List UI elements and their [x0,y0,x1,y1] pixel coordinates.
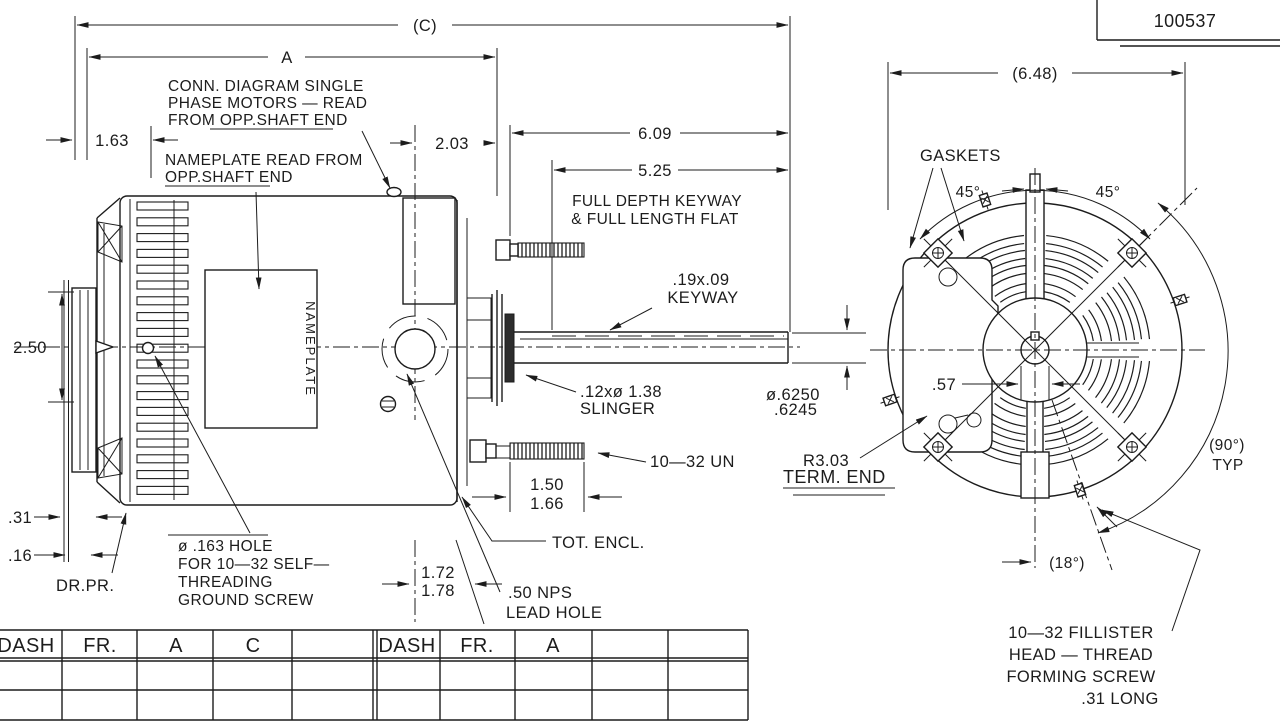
end-view: (6.48) GASKETS 45° 45° .57 ø.6250 .6245 … [766,62,1245,708]
slinger-dim-label: .12xø 1.38 [580,383,662,401]
conn-note-line1: CONN. DIAGRAM SINGLE [168,78,364,95]
angle-90-label: (90°) [1209,437,1245,454]
dim-1-72-label: 1.72 [421,564,455,582]
typ-label: TYP [1212,457,1243,474]
hub [71,287,97,473]
ground-note-line3: THREADING [178,574,273,591]
drawing-number: 100537 [1154,11,1216,31]
dim-5-25-label: 5.25 [638,162,672,180]
conn-note-line3: FROM OPP.SHAFT END [168,112,348,129]
angle-45-right-label: 45° [1096,184,1121,201]
dim-2-50-label: 2.50 [13,339,47,357]
term-end-label: TERM. END [783,467,886,487]
drip-proof-label: DR.PR. [56,577,114,595]
conn-note-line2: PHASE MOTORS — READ [168,95,367,112]
dim-16-label: .16 [8,547,32,565]
ground-note-line2: FOR 10—32 SELF— [178,556,330,573]
terminal-box-gasket [902,257,999,453]
nameplate-vertical-text: NAMEPLATE [303,301,318,397]
dim-1-78-label: 1.78 [421,582,455,600]
top-bolt [386,186,402,198]
stud-thread-label: 10—32 UN [650,453,735,471]
lead-hole [394,328,436,370]
nameplate-note-line1: NAMEPLATE READ FROM [165,152,363,169]
gaskets-label: GASKETS [920,147,1001,165]
dim-31-label: .31 [8,509,32,527]
dim-1-66-label: 1.66 [530,495,564,513]
title-block: 100537 [1096,0,1280,47]
lead-hole-label-line2: LEAD HOLE [506,604,602,622]
dim-1-50-label: 1.50 [530,476,564,494]
shaft-dia-label-line2: .6245 [774,401,817,419]
shaft-dia-label-line1: ø.6250 [766,386,820,404]
angle-45-left-label: 45° [956,184,981,201]
arc-90-typ [1097,202,1229,534]
vent-slots [136,201,189,495]
conduit-box [402,197,456,305]
screw-head [379,395,397,413]
mounting-stud-bottom [509,442,585,460]
keyway-dim-word: KEYWAY [667,289,738,307]
table-header-dash-left: DASH [0,635,55,657]
enclosure-label: TOT. ENCL. [552,534,645,552]
dim-1-63-label: 1.63 [95,132,129,150]
screw-note-line1: 10—32 FILLISTER [1008,624,1153,642]
fr-table: DASH FR. A C DASH FR. A [0,629,749,721]
table-header-fr-left: FR. [83,635,116,657]
table-header-c-left: C [246,635,261,657]
ground-note-line4: GROUND SCREW [178,592,314,609]
screw-note-line2: HEAD — THREAD [1009,646,1153,664]
table-header-a-left: A [169,635,183,657]
dim-a-label: A [281,49,292,67]
table-header-dash-right: DASH [378,635,435,657]
radius-label: R3.03 [803,452,849,470]
screw-note-line4: .31 LONG [1081,690,1158,708]
ground-note-line1: ø .163 HOLE [178,538,273,555]
nameplate [204,269,318,429]
ground-screw-hole [141,341,155,355]
table-header-fr-right: FR. [460,635,493,657]
dim-57-label: .57 [932,376,956,394]
slinger-label: SLINGER [580,400,655,418]
angle-18-label: (18°) [1049,555,1085,572]
side-view: NAMEPLATE [8,16,800,625]
dim-c-label: (C) [413,17,437,35]
lead-hole-label-line1: .50 NPS [508,584,572,602]
slinger [504,313,515,383]
dim-6-48-label: (6.48) [1012,65,1058,83]
nameplate-note-line2: OPP.SHAFT END [165,169,293,186]
keyway-note-line1: FULL DEPTH KEYWAY [572,193,742,210]
keyway-note-line2: & FULL LENGTH FLAT [571,211,739,228]
bearing-boss [466,297,492,399]
keyway-dim-label: .19x.09 [673,271,730,289]
dim-2-03-label: 2.03 [435,135,469,153]
screw-note-line3: FORMING SCREW [1006,668,1155,686]
mounting-stud-top [517,242,585,258]
table-header-a-right: A [546,635,560,657]
dim-6-09-label: 6.09 [638,125,672,143]
lead-hole-boss [381,315,449,383]
